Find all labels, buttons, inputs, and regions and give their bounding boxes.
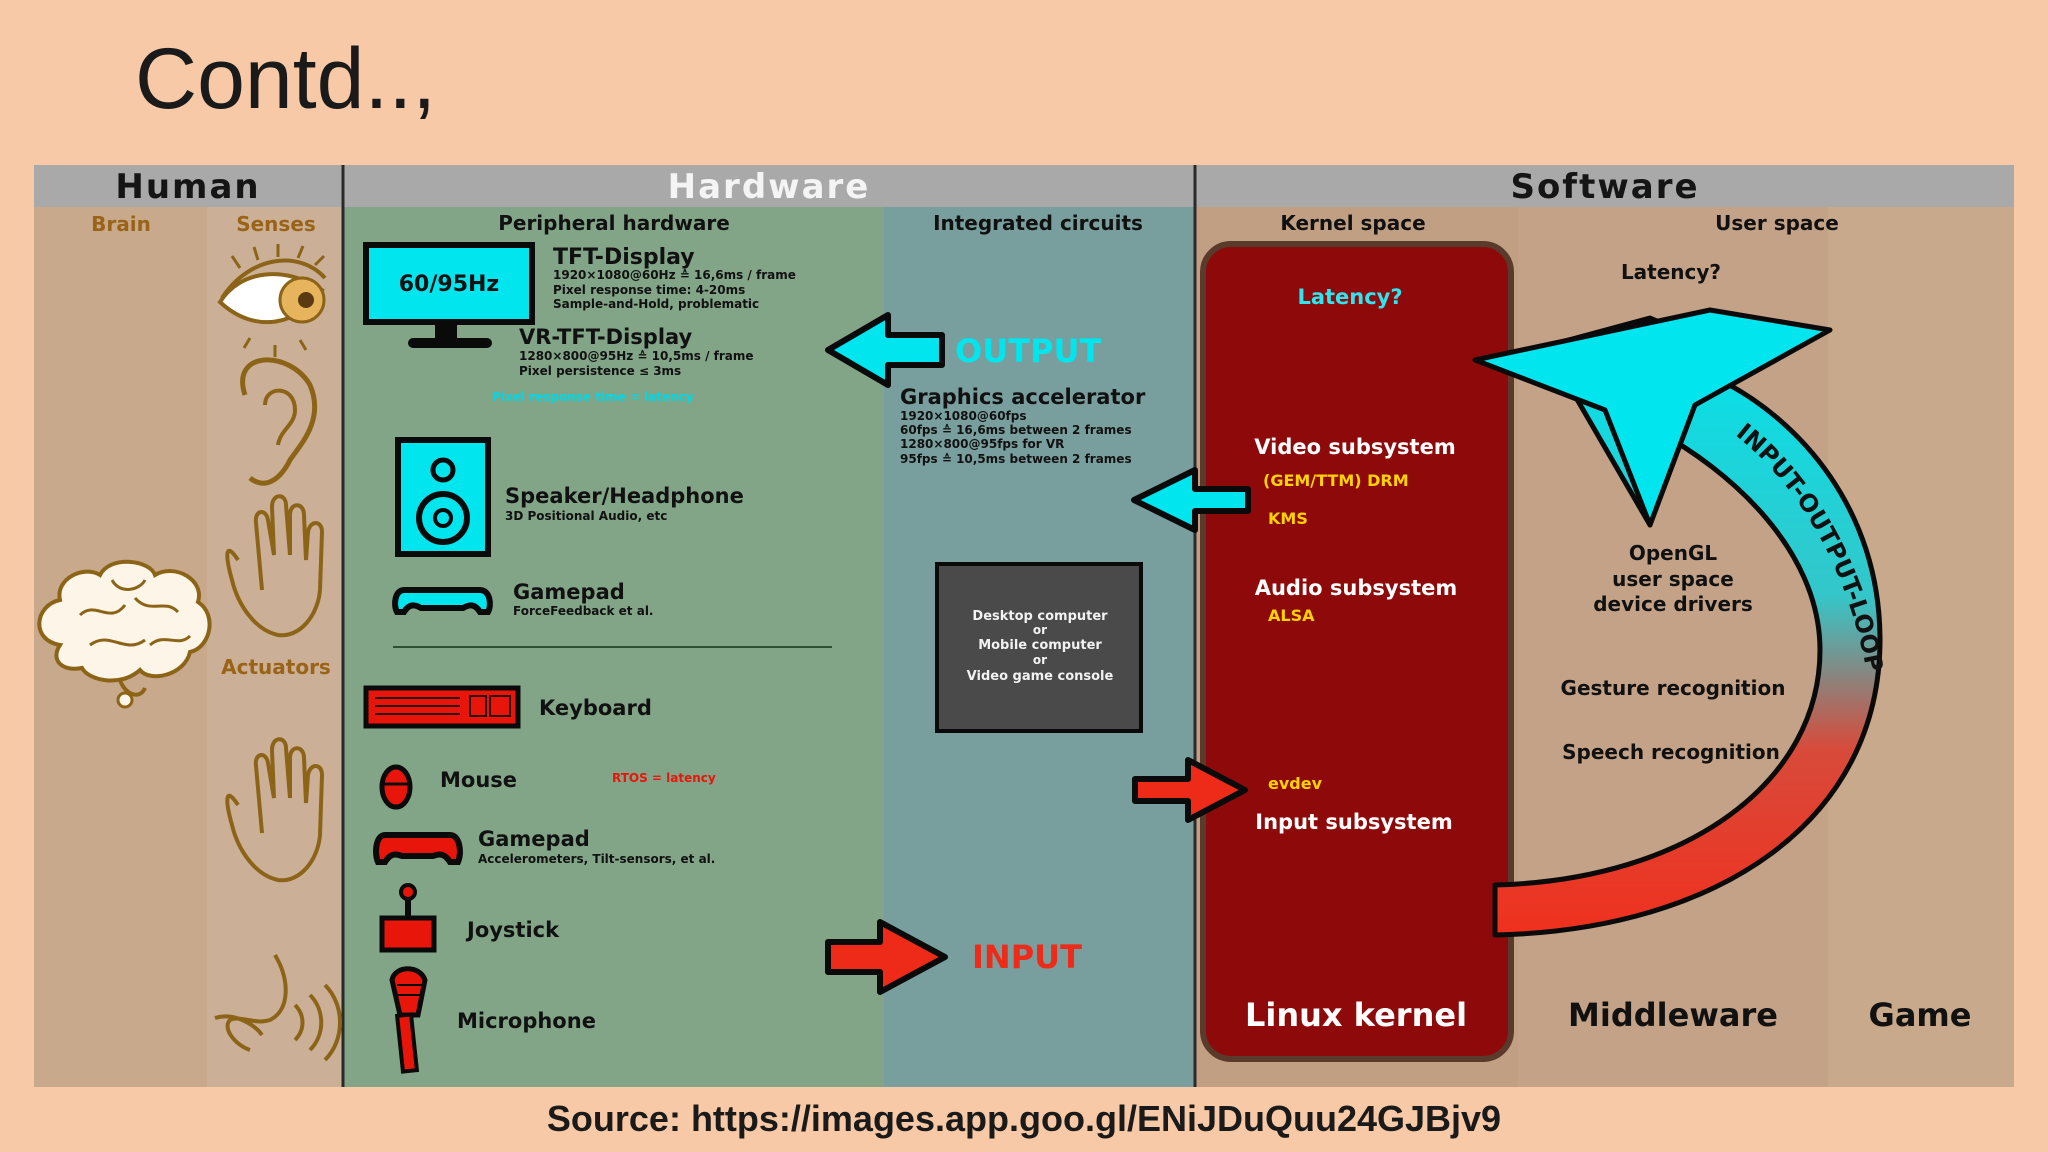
tft-line-1: 1920×1080@60Hz ≙ 16,6ms / frame (553, 268, 796, 282)
joystick-label: Joystick (465, 918, 560, 942)
input-label: INPUT (972, 938, 1082, 976)
middleware-title: Middleware (1568, 996, 1778, 1034)
gamepad-output-sub: ForceFeedback et al. (513, 604, 653, 618)
header-hardware: Hardware (668, 167, 871, 207)
subheader-brain: Brain (91, 212, 151, 236)
linux-kernel-box (1200, 241, 1514, 1062)
keyboard-label: Keyboard (539, 696, 652, 720)
input-arrow (825, 919, 948, 995)
loop-arrow-head (1472, 307, 1833, 528)
header-human: Human (115, 167, 260, 207)
header-bar (34, 165, 2014, 207)
video-subsystem: Video subsystem (1254, 435, 1455, 459)
user-latency: Latency? (1621, 260, 1721, 284)
microphone-icon (389, 966, 428, 1074)
speaker-title: Speaker/Headphone (505, 484, 744, 508)
vr-tft-title: VR-TFT-Display (519, 325, 693, 349)
brain-icon (37, 559, 212, 709)
graphics-line-1: 1920×1080@60fps (900, 409, 1027, 423)
input-subsystem: Input subsystem (1255, 810, 1452, 834)
gamepad-input-icon (373, 832, 463, 865)
audio-subsystem: Audio subsystem (1255, 576, 1458, 600)
keyboard-icon (363, 685, 521, 729)
hand-sense-icon (225, 494, 325, 638)
subheader-senses: Senses (236, 212, 316, 236)
linux-kernel-title: Linux kernel (1245, 996, 1467, 1034)
subheader-actuators: Actuators (221, 655, 331, 679)
alsa-label: ALSA (1268, 606, 1315, 625)
output-arrow-shape (825, 312, 945, 388)
subheader-user-space: User space (1715, 211, 1839, 235)
gamepad-output-icon (392, 587, 493, 615)
computer-box-line-5: Video game console (967, 669, 1114, 684)
ear-icon (240, 357, 318, 486)
subheader-kernel-space: Kernel space (1280, 211, 1425, 235)
eye-icon (217, 244, 327, 357)
header-software: Software (1510, 167, 1699, 207)
rtos-latency-note: RTOS = latency (612, 771, 716, 785)
drm-label: (GEM/TTM) DRM (1263, 471, 1409, 490)
monitor-refresh-label: 60/95Hz (399, 272, 499, 297)
speaker-icon (395, 437, 491, 557)
mouse-icon (379, 764, 413, 810)
tft-title: TFT-Display (553, 245, 695, 270)
subheader-integrated: Integrated circuits (933, 211, 1143, 235)
joystick-icon (379, 883, 437, 953)
gesture-recognition: Gesture recognition (1561, 676, 1786, 700)
evdev-label: evdev (1268, 774, 1323, 793)
computer-box-line-2: or (1033, 623, 1047, 637)
game-title: Game (1869, 996, 1972, 1034)
video-output-arrow (1131, 467, 1251, 533)
computer-box-line-4: or (1033, 653, 1047, 667)
subheader-peripheral: Peripheral hardware (498, 211, 730, 235)
computer-box (935, 562, 1143, 733)
tft-line-3: Sample-and-Hold, problematic (553, 297, 759, 311)
hand-actuator-icon (225, 737, 325, 883)
gamepad-input-sub: Accelerometers, Tilt-sensors, et al. (478, 852, 715, 866)
output-label: OUTPUT (955, 332, 1101, 370)
input-output-loop-arrow (1492, 315, 1883, 938)
slide-title: Contd.., (135, 31, 437, 127)
gamepad-output-title: Gamepad (513, 580, 625, 604)
opengl-line-1: OpenGL (1629, 541, 1718, 565)
mouse-label: Mouse (440, 768, 517, 792)
computer-box-line-3: Mobile computer (978, 638, 1102, 653)
microphone-label: Microphone (457, 1009, 596, 1033)
graphics-line-3: 1280×800@95fps for VR (900, 437, 1064, 451)
voice-icon (214, 953, 342, 1062)
pixel-latency-note: Pixel response time = latency (492, 390, 694, 404)
kernel-latency: Latency? (1297, 285, 1402, 309)
speech-recognition: Speech recognition (1562, 740, 1780, 764)
kms-label: KMS (1268, 509, 1308, 528)
monitor-icon: 60/95Hz (363, 242, 535, 348)
gamepad-input-title: Gamepad (478, 827, 590, 851)
graphics-line-2: 60fps ≙ 16,6ms between 2 frames (900, 423, 1132, 437)
opengl-line-2: user space (1612, 567, 1734, 591)
vr-tft-line-1: 1280×800@95Hz ≙ 10,5ms / frame (519, 349, 754, 363)
tft-line-2: Pixel response time: 4-20ms (553, 283, 745, 297)
graphics-title: Graphics accelerator (900, 385, 1146, 409)
computer-box-line-1: Desktop computer (972, 609, 1108, 624)
vr-tft-line-2: Pixel persistence ≤ 3ms (519, 364, 681, 378)
graphics-line-4: 95fps ≙ 10,5ms between 2 frames (900, 452, 1132, 466)
speaker-sub: 3D Positional Audio, etc (505, 509, 667, 523)
opengl-line-3: device drivers (1593, 592, 1753, 616)
source-citation: Source: https://images.app.goo.gl/ENiJDu… (546, 1098, 1502, 1139)
evdev-input-arrow (1132, 757, 1248, 823)
